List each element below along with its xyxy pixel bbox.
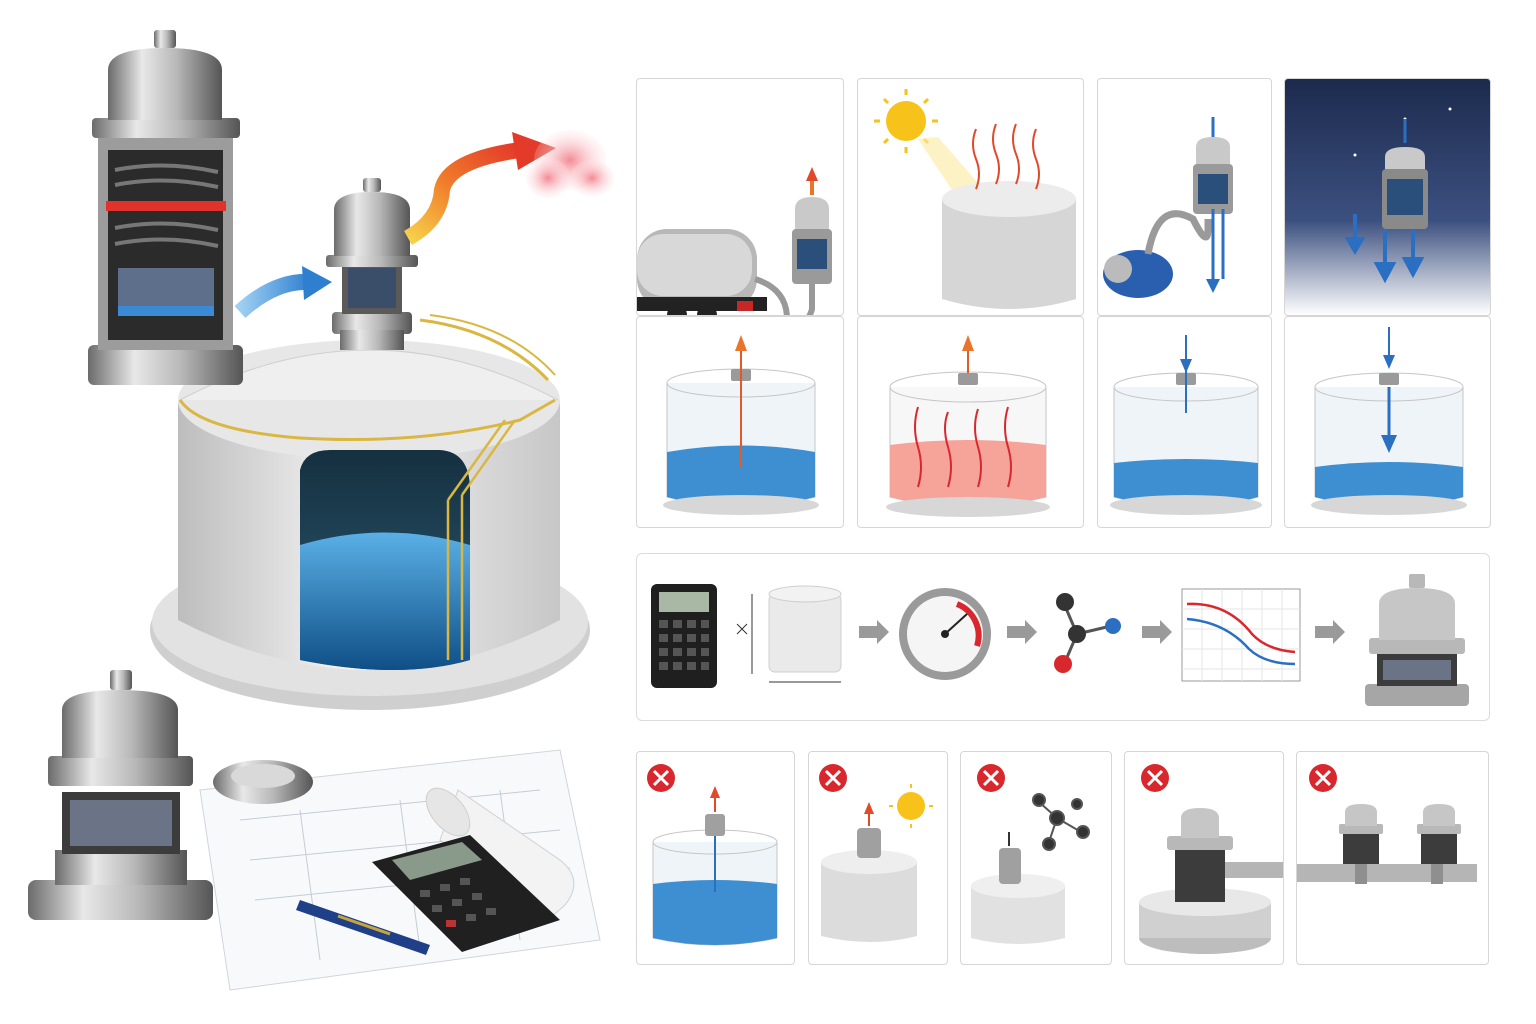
inbreathing-tank-icon (1110, 335, 1262, 515)
hero-illustration (28, 30, 614, 991)
sizing-steps-diagram (651, 574, 1469, 706)
mistake-panel-large-tank (1124, 751, 1284, 965)
pressure-gauge-icon (899, 588, 991, 680)
oversized-pump-rate-icon (647, 764, 778, 946)
ignored-vapor-properties-icon (971, 764, 1090, 944)
cutaway-valve-icon (88, 30, 243, 385)
outbreathing-tank-icon (663, 335, 819, 515)
calculator-icon (651, 584, 717, 688)
tanker-filling-icon (637, 167, 832, 315)
storage-tank-cutaway-icon (150, 314, 590, 710)
shared-manifold-icon (1297, 764, 1477, 884)
vapor-outflow-arrow-icon (403, 132, 556, 245)
breather-valve-icon (326, 178, 418, 350)
air-inflow-arrow-icon (234, 266, 332, 319)
calculator-icon (372, 835, 560, 952)
mistake-panel-manifold (1296, 751, 1489, 965)
mistake-panel-vapor (960, 751, 1112, 965)
mistake-panel-pump-rate (636, 751, 795, 965)
single-valve-large-tank-icon (1139, 764, 1283, 954)
rolled-drawing-icon (425, 787, 575, 919)
gasket-ring-icon (213, 760, 313, 804)
pen-icon (296, 900, 430, 955)
breather-valve-icon (28, 670, 213, 920)
breather-valve-icon (1365, 574, 1469, 706)
thermal-inbreathing-tank-panel (1284, 316, 1491, 528)
pump-out-icon (1103, 117, 1233, 298)
thermal-outbreathing-tank-panel (857, 316, 1084, 528)
mistake-panel-solar (808, 751, 948, 965)
night-cooling-panel (1284, 78, 1491, 316)
ignored-solar-heating-icon (819, 764, 933, 942)
outbreathing-tank-panel (636, 316, 844, 528)
sizing-process-strip (636, 553, 1490, 721)
flow-curve-chart-icon (1181, 588, 1301, 682)
night-cooling-icon (1316, 107, 1452, 284)
thermal-outbreathing-tank-icon (886, 335, 1050, 517)
solar-heating-panel (857, 78, 1084, 316)
inbreathing-tank-panel (1097, 316, 1272, 528)
tank-dimensions-icon (736, 585, 842, 683)
thermal-inbreathing-tank-icon (1311, 327, 1467, 515)
tanker-filling-panel (636, 78, 844, 316)
vapor-cloud-icon (526, 130, 614, 198)
solar-heating-icon (874, 89, 1076, 309)
molecule-icon (1054, 593, 1121, 673)
pump-out-panel (1097, 78, 1272, 316)
